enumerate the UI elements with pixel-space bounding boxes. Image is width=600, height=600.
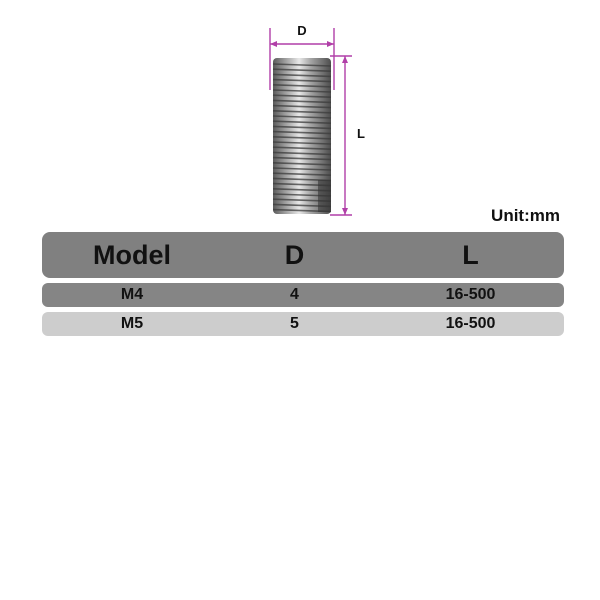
dim-d-label: D [297,23,306,38]
diameter-dimension: D [269,23,335,90]
thread-line [272,115,332,119]
thread-line [272,104,332,109]
row-model: M4 [120,286,144,303]
thread-line [272,89,332,93]
thread-line [272,141,332,145]
screw-diagram: D L Unit:mm [0,0,600,230]
header-d: D [284,239,305,270]
thread-line [272,167,332,171]
row-d: 4 [290,286,299,303]
table-row: M5 5 16-500 [42,312,564,336]
screw-body [272,58,332,214]
length-dimension: L [330,55,365,216]
thread-line [272,68,332,72]
spec-table: Model D L M4 4 16-500 M5 5 16-500 [42,232,564,341]
thread-line [272,110,332,114]
row-l: 16-500 [445,315,496,332]
thread-line [272,130,332,135]
set-screw-illustration: D L [269,23,365,216]
thread-line [272,162,332,166]
header-model: Model [93,239,171,270]
header-l: L [462,239,479,270]
thread-line [272,125,332,130]
dim-l-label: L [357,126,365,141]
row-l: 16-500 [445,286,496,303]
row-model: M5 [120,315,144,332]
thread-line [272,73,332,78]
thread-line [272,172,332,176]
thread-line [272,94,332,98]
thread-line [272,120,332,124]
thread-line [272,146,332,150]
thread-line [272,84,332,88]
thread-line [272,156,332,161]
table-header: Model D L [42,232,564,278]
thread-line [272,99,332,104]
thread-line [272,136,332,140]
unit-label: Unit:mm [491,206,560,225]
thread-line [272,151,332,156]
row-d: 5 [290,315,299,332]
thread-line [272,78,332,83]
table-row: M4 4 16-500 [42,283,564,307]
thread-line [272,63,332,67]
